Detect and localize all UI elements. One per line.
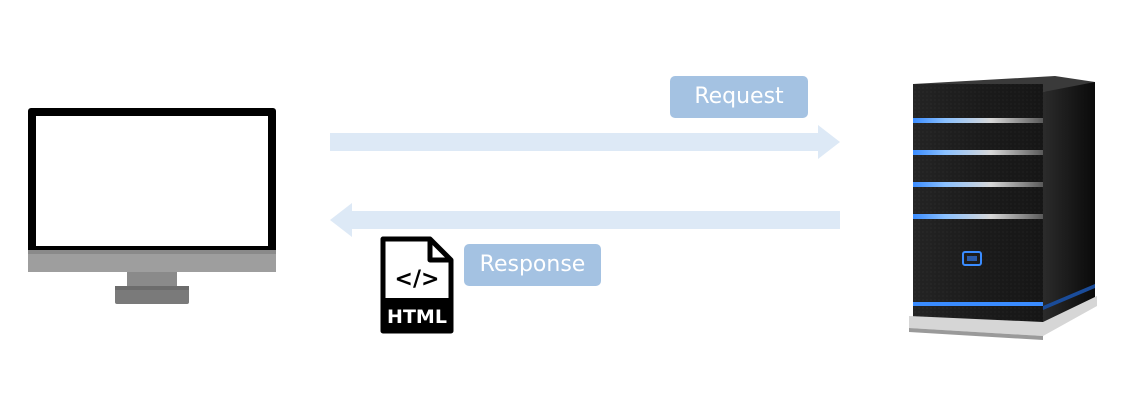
response-arrow [330,203,840,237]
monitor-icon [28,108,276,304]
request-label: Request [670,76,808,118]
request-arrow [330,125,840,159]
response-label: Response [464,244,601,286]
html-file-code-glyph: </> [395,267,440,292]
html-file-icon: </> HTML [380,236,454,334]
html-file-label: HTML [387,306,447,328]
server-tower-icon [909,76,1097,340]
